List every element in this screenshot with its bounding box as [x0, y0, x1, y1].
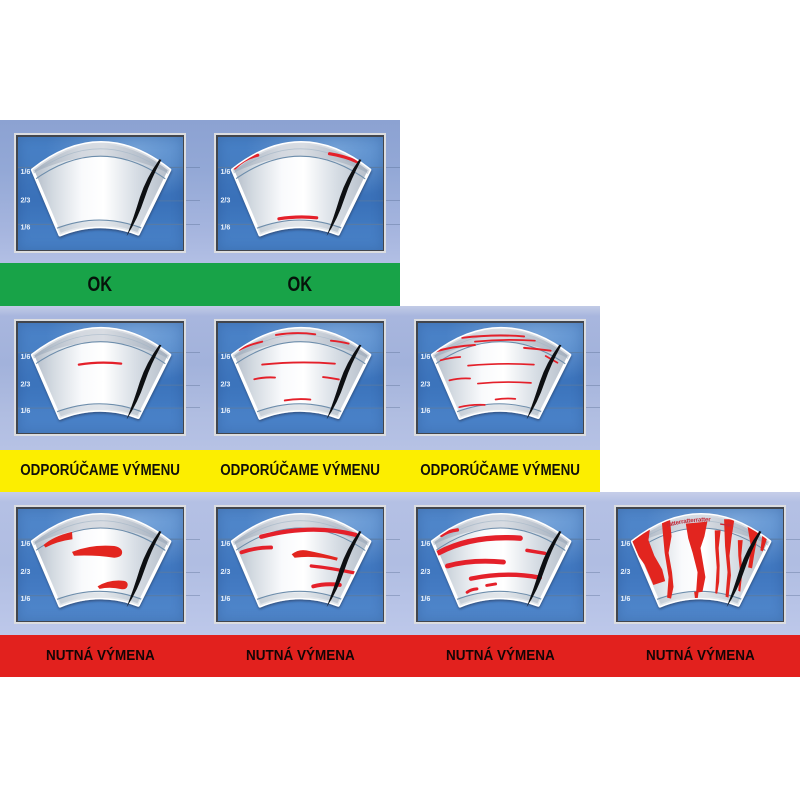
- svg-text:2/3: 2/3: [220, 381, 230, 388]
- svg-text:1/6: 1/6: [220, 223, 230, 231]
- svg-text:2/3: 2/3: [220, 567, 230, 575]
- svg-text:1/6: 1/6: [420, 594, 430, 602]
- svg-text:1/6: 1/6: [20, 354, 30, 361]
- svg-text:1/6: 1/6: [220, 408, 230, 415]
- svg-text:2/3: 2/3: [620, 567, 630, 575]
- svg-text:2/3: 2/3: [20, 196, 30, 204]
- svg-text:1/6: 1/6: [20, 539, 30, 547]
- svg-text:1/6: 1/6: [220, 168, 230, 176]
- svg-text:2/3: 2/3: [220, 196, 230, 204]
- svg-text:1/6: 1/6: [420, 354, 430, 361]
- svg-text:1/6: 1/6: [20, 223, 30, 231]
- svg-text:2/3: 2/3: [20, 381, 30, 388]
- svg-text:1/6: 1/6: [420, 408, 430, 415]
- svg-text:1/6: 1/6: [220, 594, 230, 602]
- svg-text:1/6: 1/6: [20, 408, 30, 415]
- svg-text:1/6: 1/6: [620, 594, 630, 602]
- svg-text:1/6: 1/6: [220, 539, 230, 547]
- svg-text:1/6: 1/6: [620, 539, 630, 547]
- svg-text:1/6: 1/6: [20, 594, 30, 602]
- svg-text:2/3: 2/3: [420, 567, 430, 575]
- svg-text:1/6: 1/6: [220, 354, 230, 361]
- svg-text:2/3: 2/3: [20, 567, 30, 575]
- svg-text:1/6: 1/6: [420, 539, 430, 547]
- svg-text:1/6: 1/6: [20, 168, 30, 176]
- svg-text:2/3: 2/3: [420, 381, 430, 388]
